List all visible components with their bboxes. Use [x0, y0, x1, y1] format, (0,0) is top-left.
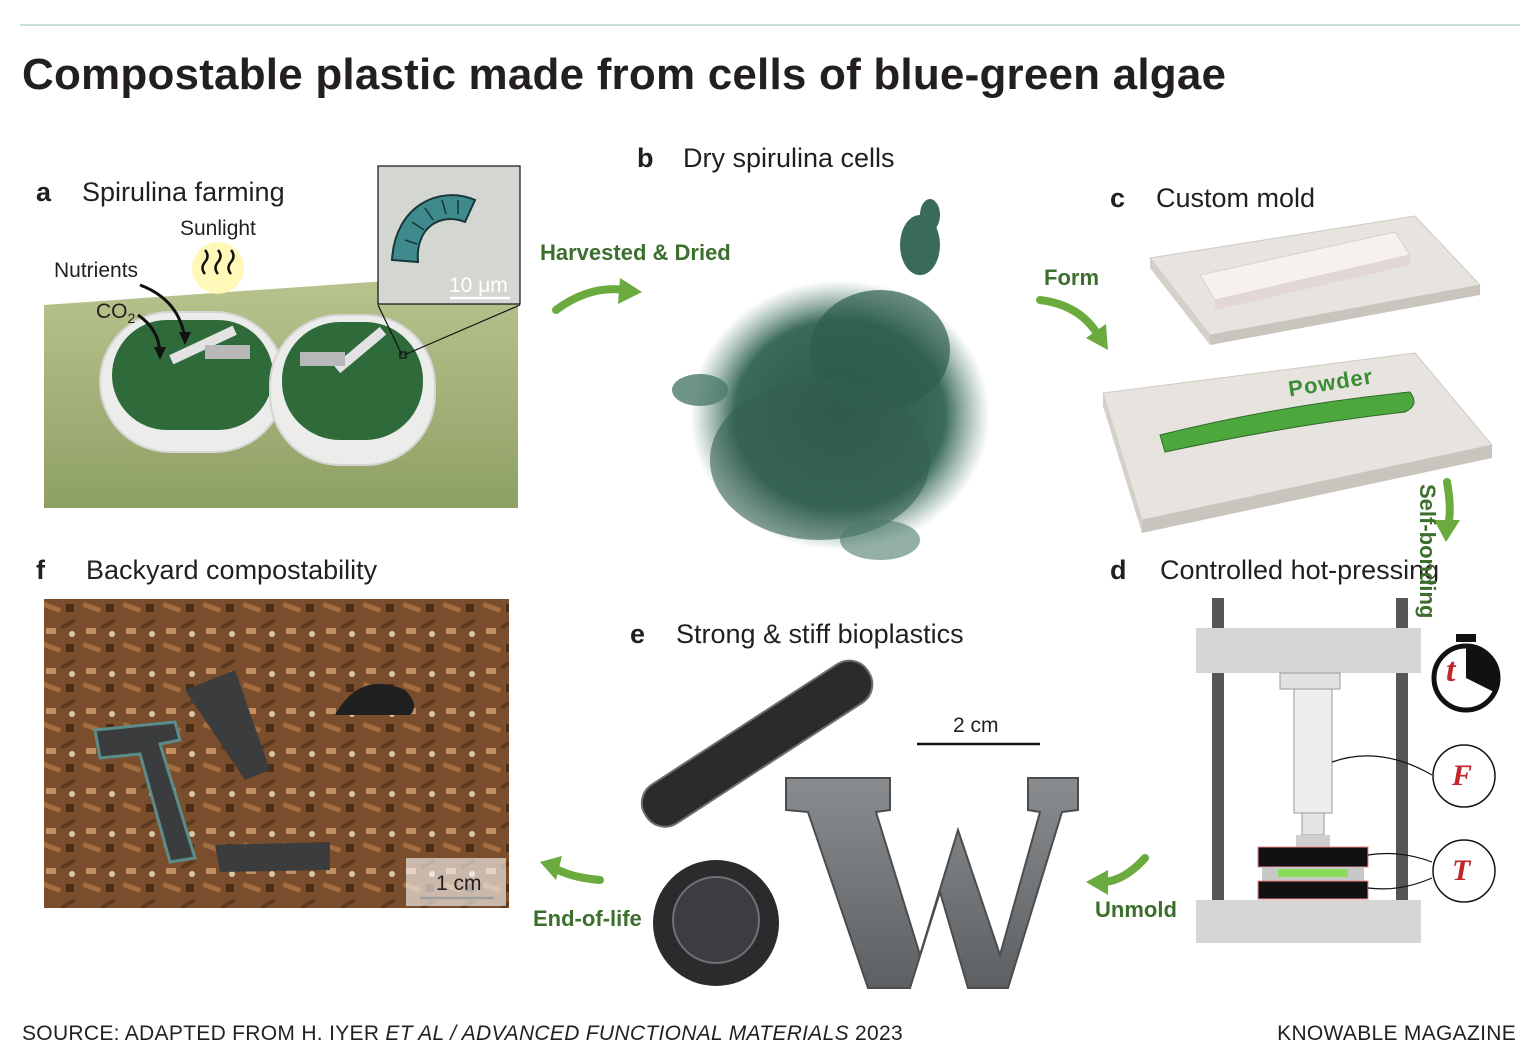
compost-scale-label: 1 cm	[436, 872, 482, 895]
panel-a-pond-illustration	[44, 165, 521, 508]
brand-credit: KNOWABLE MAGAZINE	[1277, 1022, 1516, 1045]
top-rule	[20, 24, 1520, 26]
panel-d-hot-press	[1196, 598, 1501, 943]
compost-scale-box	[406, 858, 506, 906]
panel-e-bioplastics	[640, 659, 1079, 989]
arrow-form	[1036, 296, 1108, 350]
force-symbol: F	[1452, 759, 1473, 792]
panel-c-mold	[1102, 215, 1493, 533]
form-label: Form	[1044, 265, 1099, 290]
arrow-self-bonding	[1434, 478, 1460, 542]
co2-label: CO2	[96, 300, 136, 327]
unmold-label: Unmold	[1095, 897, 1177, 922]
temperature-symbol: T	[1452, 854, 1471, 887]
self-bonding-label: Self-bonding	[1415, 484, 1440, 619]
panel-b-powder-pile	[672, 199, 990, 560]
arrow-harvested	[552, 278, 642, 314]
sunlight-label: Sunlight	[180, 217, 256, 240]
harvested-dried-label: Harvested & Dried	[540, 240, 731, 265]
source-credit: SOURCE: ADAPTED FROM H. IYER ET AL / ADV…	[22, 1022, 903, 1045]
figure-title: Compostable plastic made from cells of b…	[22, 50, 1227, 99]
end-of-life-label: End-of-life	[533, 906, 642, 931]
nutrients-label: Nutrients	[54, 259, 139, 282]
bioplastic-scale-label: 2 cm	[953, 714, 999, 737]
panel-f-compost-photo	[44, 599, 509, 908]
time-symbol: t	[1446, 652, 1456, 689]
arrow-end-of-life	[540, 856, 604, 884]
micrograph-scale-label: 10 μm	[449, 274, 508, 297]
arrow-unmold	[1086, 854, 1149, 895]
